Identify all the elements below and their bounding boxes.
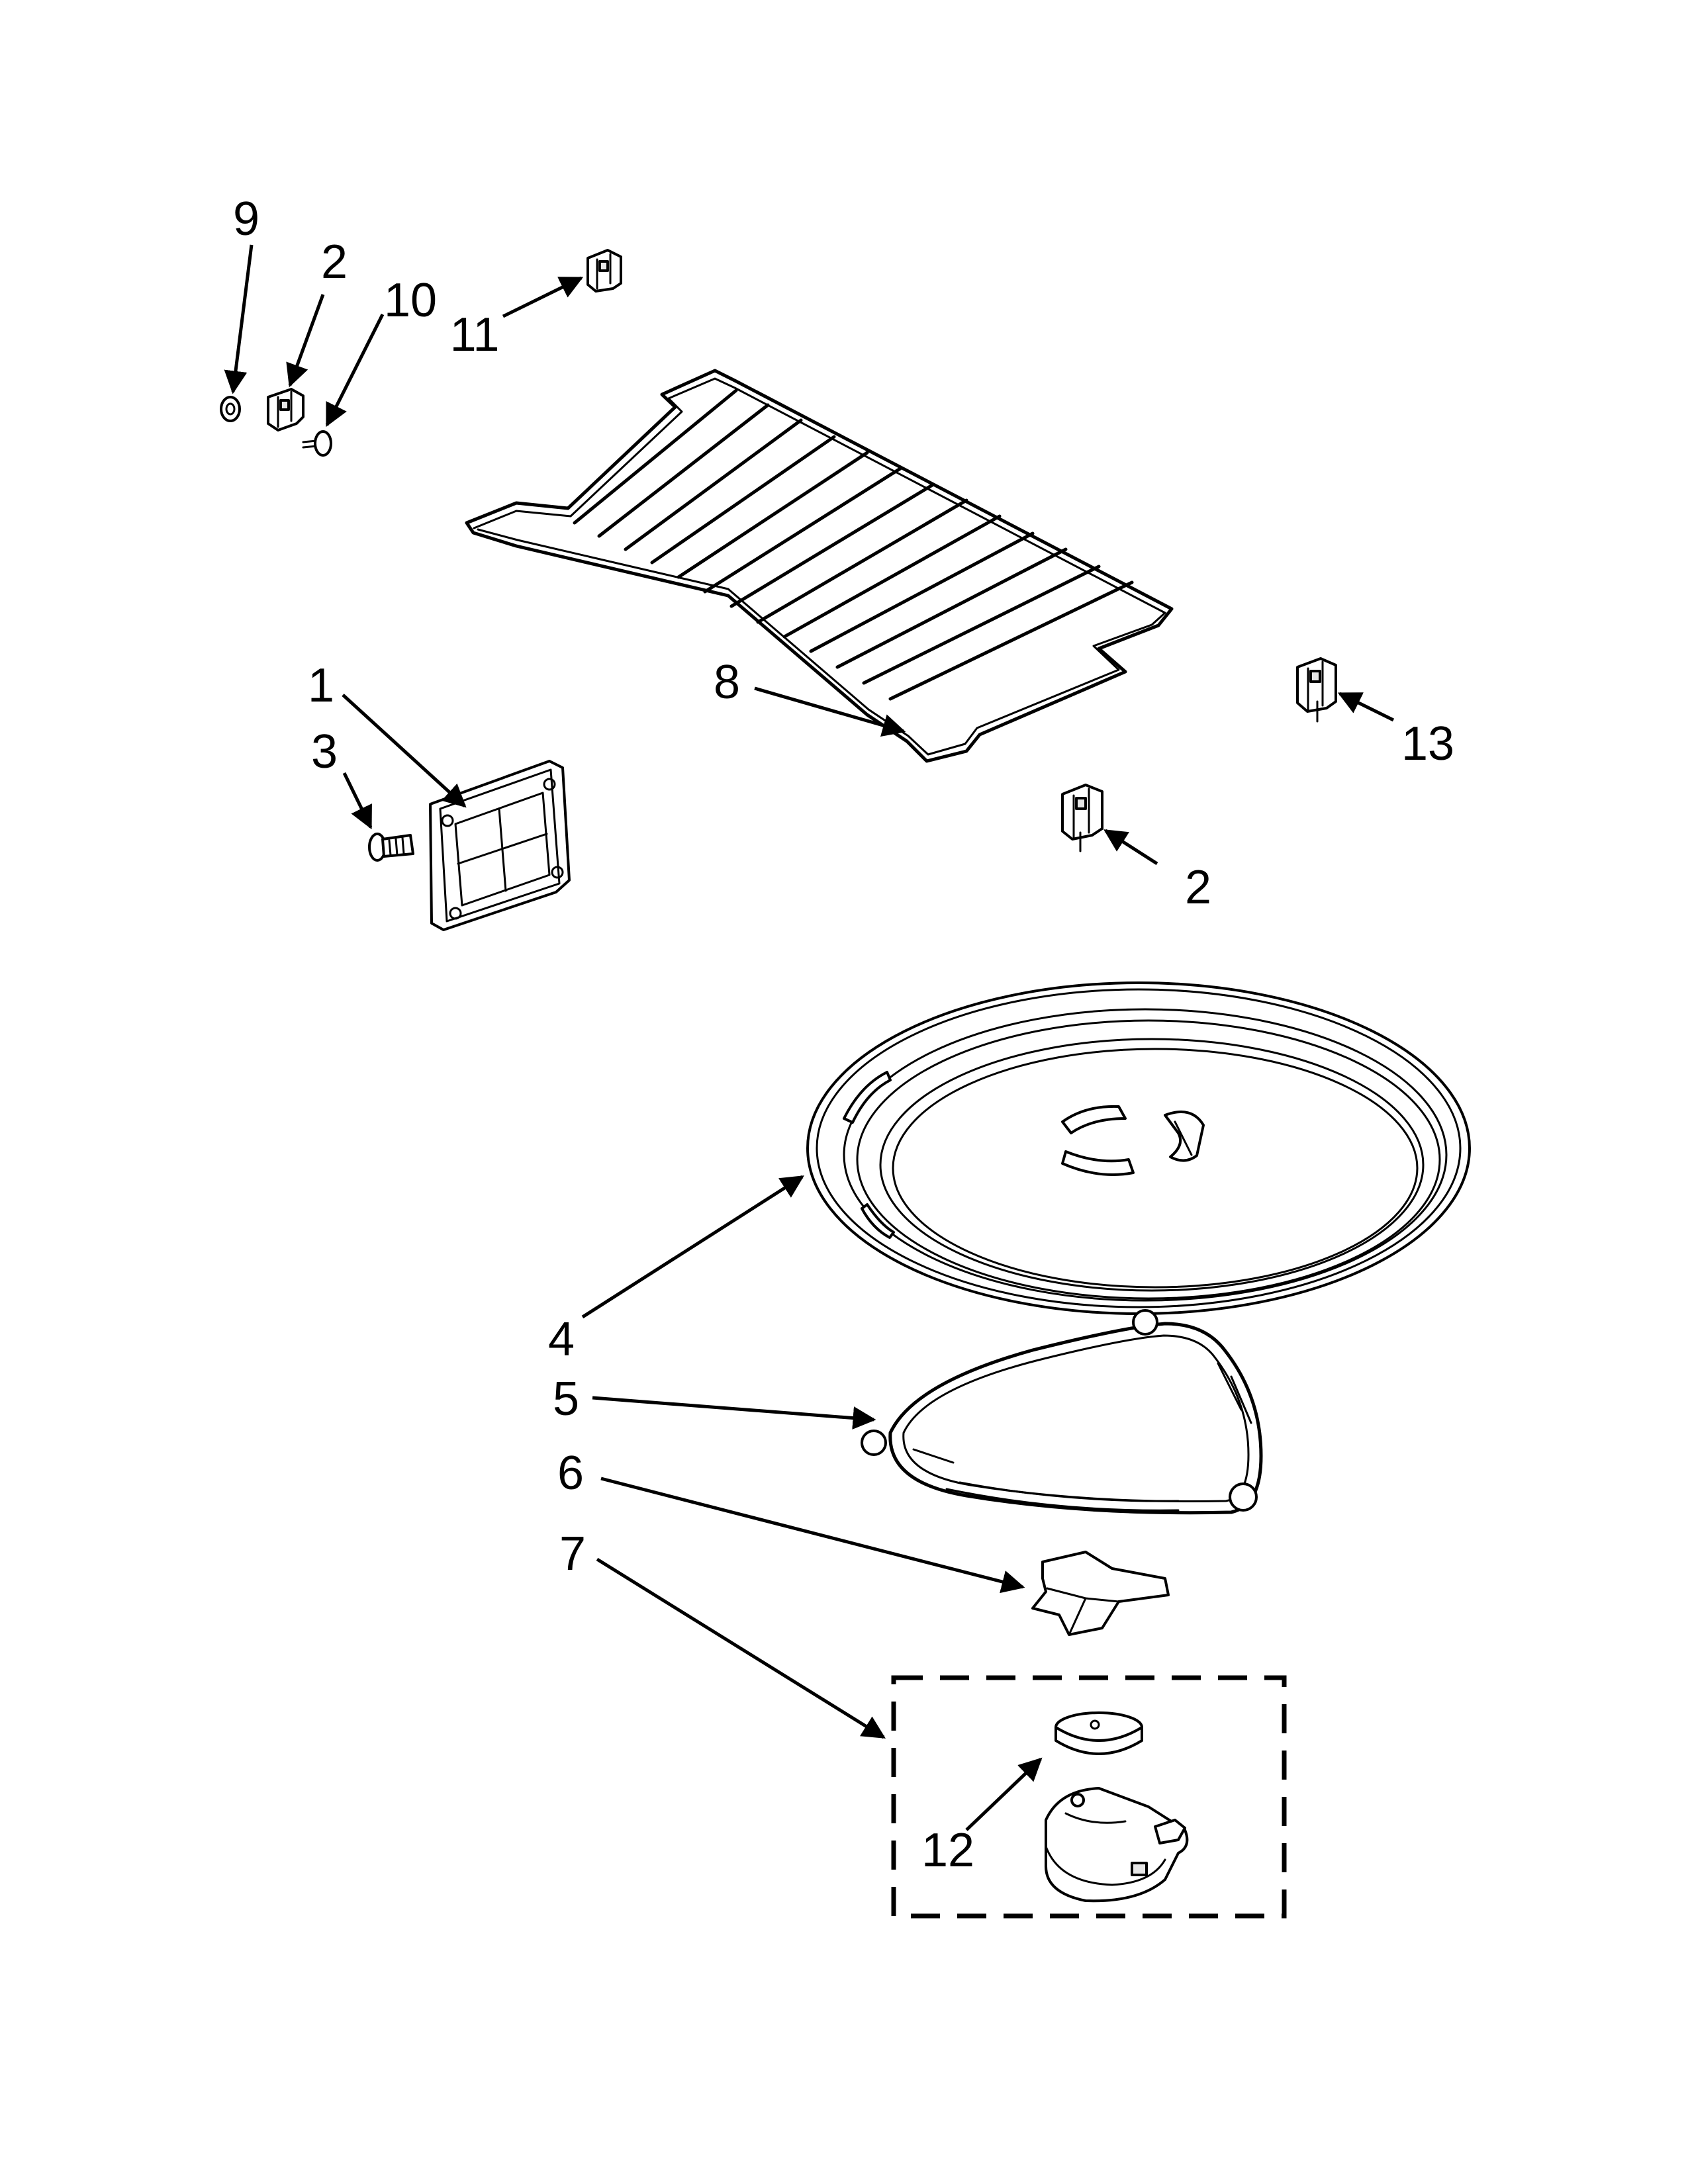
leader-9: [224, 244, 254, 394]
clip-part-lower: [1061, 784, 1103, 852]
leader-8: [754, 686, 906, 737]
roller-ring-part: [861, 1309, 1263, 1515]
leader-13: [1337, 692, 1395, 722]
leader-5: [592, 1396, 876, 1430]
callout-8: 8: [714, 656, 740, 709]
callout-1: 1: [308, 659, 334, 712]
clip-part-11: [586, 249, 622, 293]
callout-2-upper: 2: [321, 236, 348, 289]
callout-2-lower: 2: [1185, 861, 1211, 914]
leader-12: [965, 1757, 1043, 1831]
leader-3: [342, 772, 373, 830]
callout-10: 10: [384, 274, 437, 327]
callout-7: 7: [559, 1527, 586, 1580]
wire-rack-part: [465, 369, 1174, 763]
leader-4: [581, 1175, 804, 1319]
callout-13: 13: [1401, 717, 1454, 770]
washer-part: [220, 396, 241, 422]
leader-lines: [224, 244, 1395, 1831]
callout-4: 4: [548, 1313, 575, 1366]
callout-3: 3: [311, 725, 338, 778]
callout-9: 9: [233, 193, 259, 246]
coupler-part: [1031, 1551, 1170, 1636]
turntable-tray-part: [806, 981, 1471, 1315]
leader-10: [325, 313, 385, 428]
screw-part-3: [368, 833, 414, 862]
callout-6: 6: [557, 1447, 584, 1500]
leader-7: [596, 1557, 886, 1739]
leader-6: [600, 1477, 1025, 1594]
callout-11: 11: [450, 308, 500, 361]
leader-11: [502, 276, 584, 318]
callout-12: 12: [921, 1824, 974, 1877]
leader-2-lower: [1103, 829, 1158, 866]
callout-5: 5: [553, 1373, 579, 1426]
vent-grille-part: [429, 760, 571, 931]
leader-2-upper: [286, 294, 325, 388]
clip-part-13: [1296, 657, 1337, 723]
screw-part-upper: [302, 430, 332, 457]
clip-part-upper: [267, 388, 305, 432]
leader-1: [342, 694, 467, 808]
callout-labels: 9 2 10 11 8 13 2 1 3 4 5 6 7 12: [233, 193, 1454, 1877]
motor-assembly-group: [891, 1675, 1287, 1919]
